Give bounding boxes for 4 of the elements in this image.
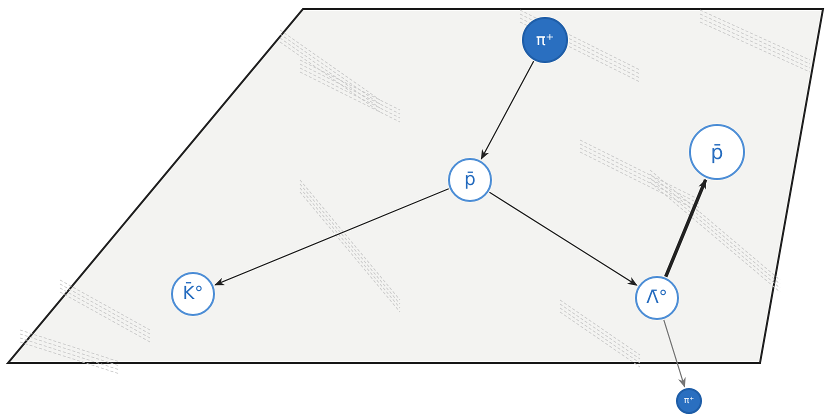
arrow	[214, 188, 449, 286]
arrow	[664, 178, 708, 278]
arrow	[480, 60, 534, 160]
arrow	[663, 320, 686, 388]
